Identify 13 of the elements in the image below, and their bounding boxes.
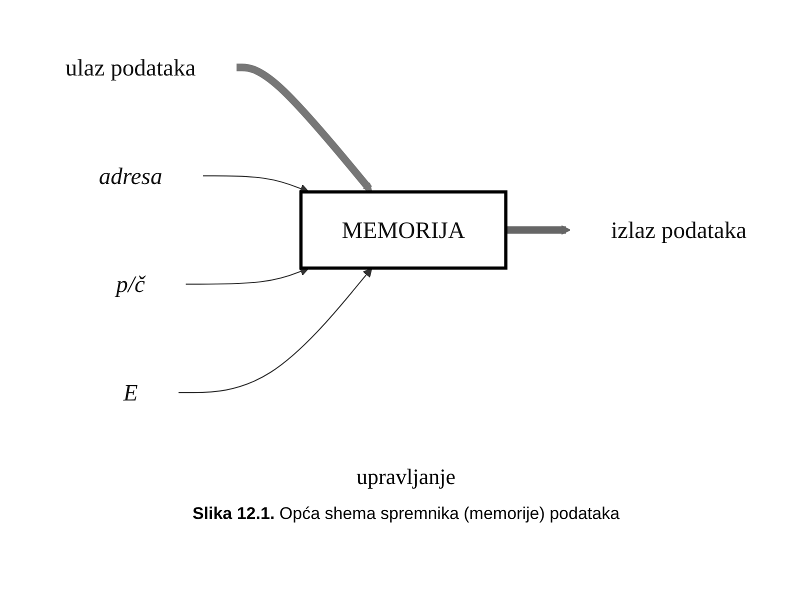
figure-caption: Slika 12.1. Opća shema spremnika (memorije) podataka bbox=[192, 504, 620, 524]
node-text: izlaz podataka bbox=[610, 216, 747, 244]
arrow bbox=[203, 175, 310, 194]
node-text: p/č bbox=[116, 270, 146, 298]
node-text: E bbox=[123, 379, 138, 406]
arrow bbox=[506, 225, 571, 235]
node-text: adresa bbox=[98, 162, 162, 190]
arrow bbox=[236, 64, 372, 192]
arrow bbox=[178, 268, 372, 394]
node-text: ulaz podataka bbox=[65, 54, 196, 81]
label-text: upravljanje bbox=[356, 464, 456, 490]
arrow bbox=[186, 266, 310, 285]
node-box: MEMORIJA bbox=[299, 190, 508, 270]
